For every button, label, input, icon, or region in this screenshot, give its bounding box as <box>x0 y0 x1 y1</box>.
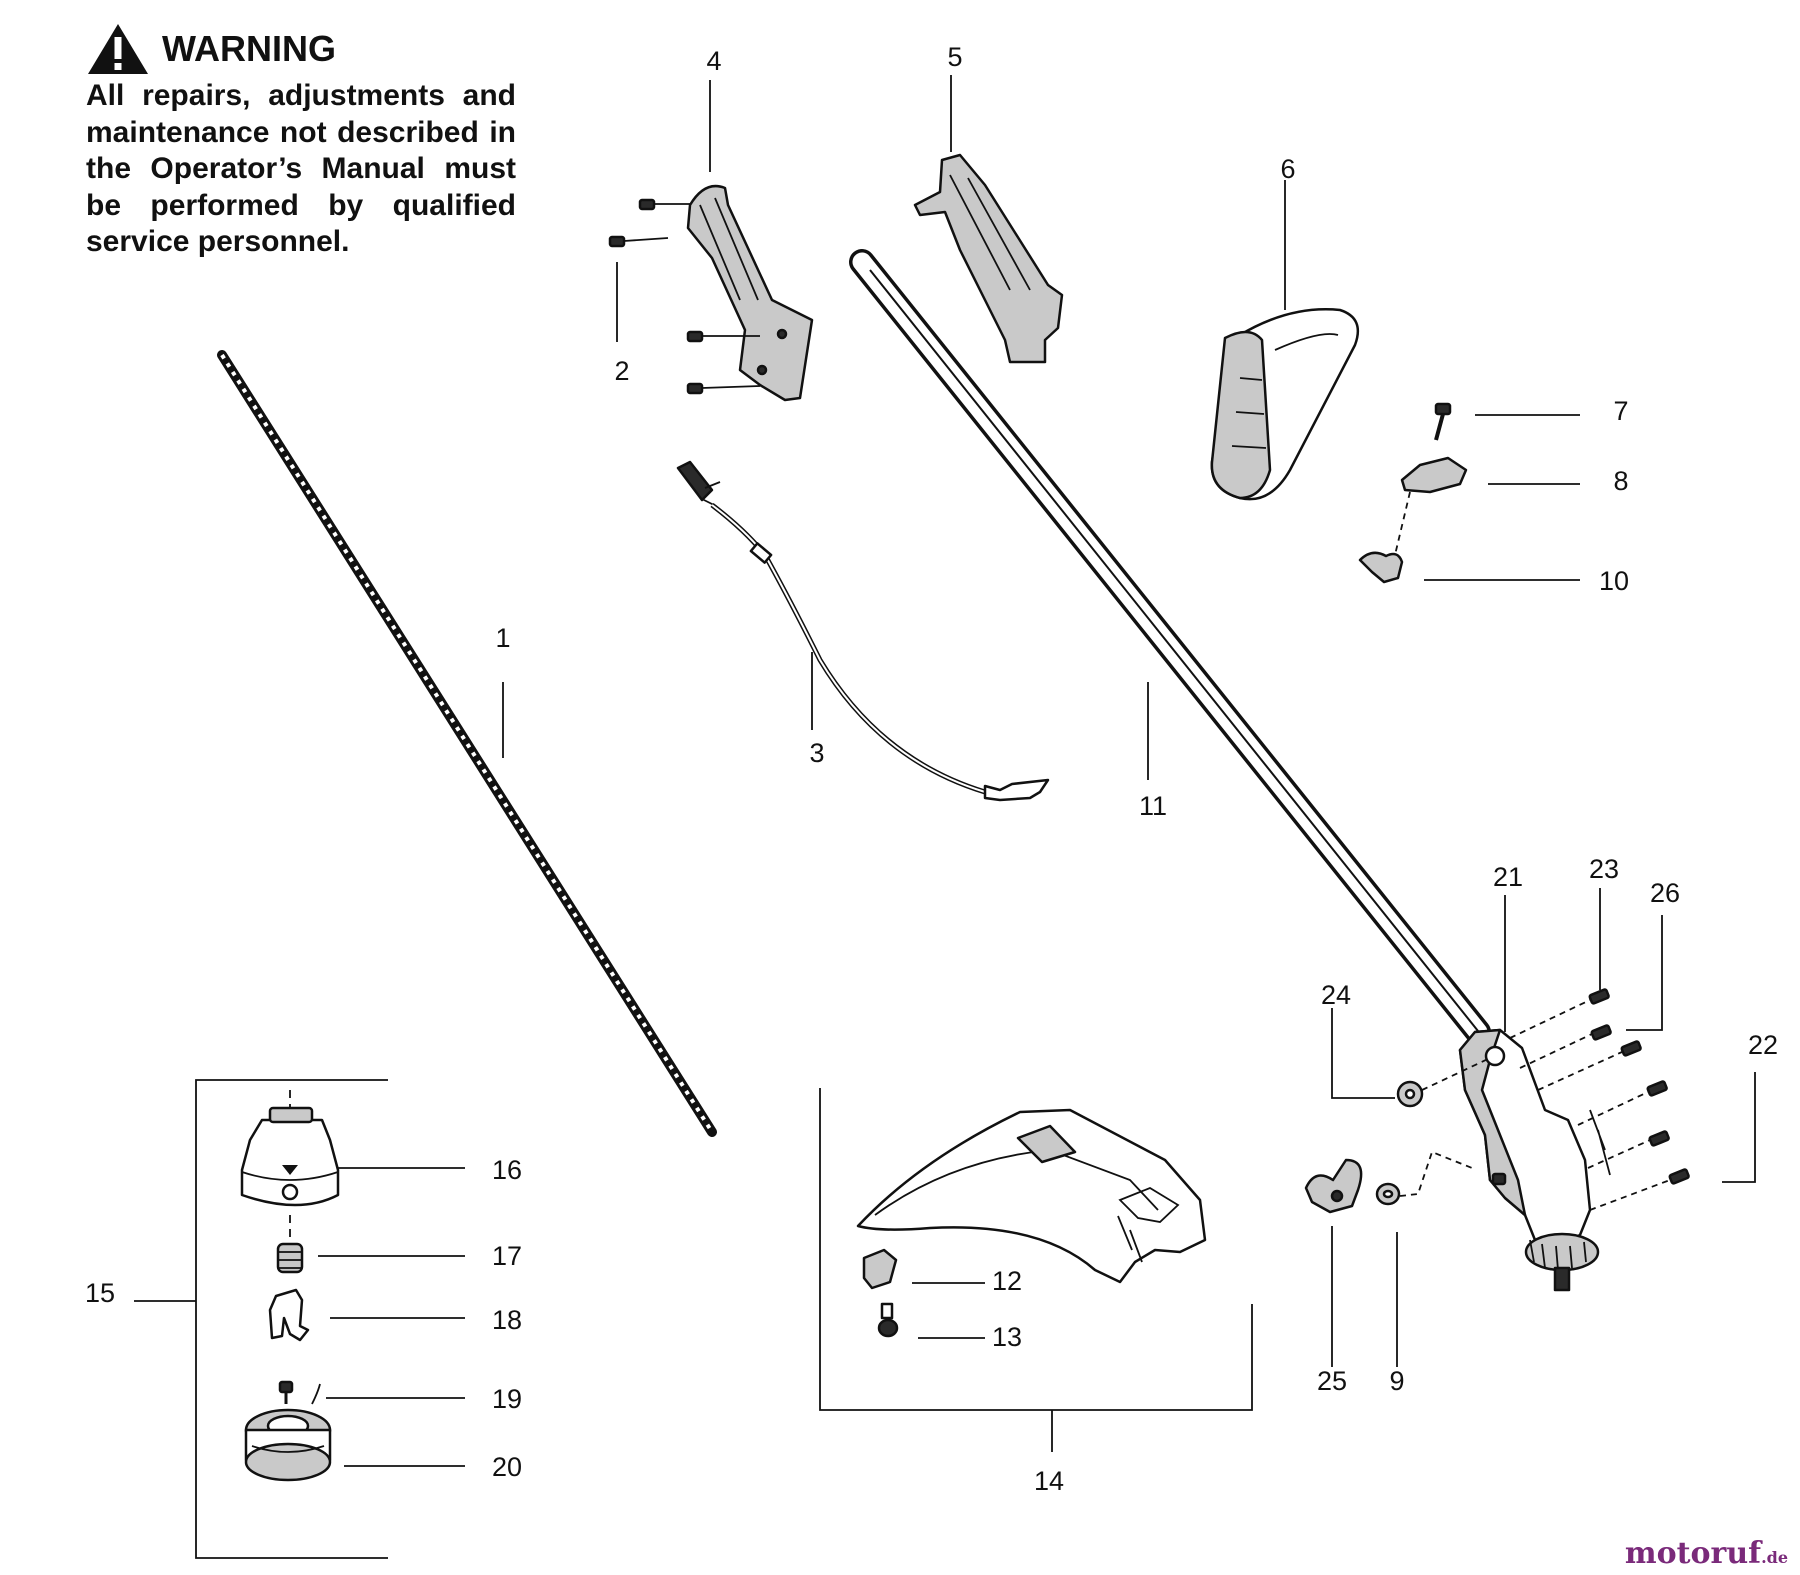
watermark-suffix: .de <box>1761 1548 1788 1567</box>
warning-header: WARNING <box>86 22 516 76</box>
warning-text: All repairs, adjustments and maintenance… <box>86 79 516 258</box>
part-label-6: 6 <box>1280 154 1295 184</box>
part-label-23: 23 <box>1589 854 1619 884</box>
part-label-24: 24 <box>1321 980 1351 1010</box>
part-label-16: 16 <box>492 1155 522 1185</box>
leader-lines <box>134 75 1756 1559</box>
part-label-9: 9 <box>1389 1366 1404 1396</box>
part-label-4: 4 <box>706 46 721 76</box>
part-24-nut <box>1396 1057 1491 1108</box>
part-label-15: 15 <box>85 1278 115 1308</box>
warning-block: WARNING All repairs, adjustments and mai… <box>86 22 516 261</box>
part-label-20: 20 <box>492 1452 522 1482</box>
part-13-screw <box>877 1302 899 1338</box>
part-label-22: 22 <box>1748 1030 1778 1060</box>
part-label-5: 5 <box>947 42 962 72</box>
part-label-17: 17 <box>492 1241 522 1271</box>
part-23-screws <box>1509 988 1642 1091</box>
part-label-11: 11 <box>1139 791 1167 821</box>
warning-heading: WARNING <box>162 28 336 69</box>
part-18-clip <box>268 1288 310 1342</box>
watermark-brand: motoruf <box>1624 1536 1762 1571</box>
part-label-10: 10 <box>1599 566 1629 596</box>
warning-triangle-icon <box>88 24 148 74</box>
part-11-shaft-tube <box>849 249 1491 1045</box>
part-1-drive-shaft <box>217 350 717 1137</box>
part-label-8: 8 <box>1613 466 1628 496</box>
part-10-wing-nut <box>1358 551 1404 584</box>
part-label-21: 21 <box>1493 862 1523 892</box>
part-label-2: 2 <box>614 356 629 386</box>
part-3-throttle-cable <box>676 460 1050 802</box>
part-19-screw <box>278 1380 294 1404</box>
part-label-18: 18 <box>492 1305 522 1335</box>
watermark-logo: motoruf.de <box>1625 1536 1788 1571</box>
part-9-washer <box>1375 1150 1473 1206</box>
part-5-handle-cover <box>913 153 1064 364</box>
part-label-7: 7 <box>1613 396 1628 426</box>
part-label-12: 12 <box>992 1266 1022 1296</box>
part-label-19: 19 <box>492 1384 522 1414</box>
part-label-14: 14 <box>1034 1466 1064 1496</box>
part-25-wing-nut <box>1304 1158 1363 1214</box>
part-4-handle-housing <box>608 184 814 402</box>
part-16-spool-housing <box>240 1106 340 1207</box>
part-8-clamp <box>1394 456 1468 556</box>
part-label-3: 3 <box>809 738 824 768</box>
part-14-guard <box>856 1108 1207 1284</box>
part-label-25: 25 <box>1317 1366 1347 1396</box>
part-17-spring <box>276 1242 304 1274</box>
part-6-assist-handle <box>1210 308 1360 501</box>
part-22-screws <box>1577 1080 1690 1211</box>
part-7-bolt <box>1434 402 1452 441</box>
part-labels: 1 2 3 4 5 6 7 8 9 10 11 12 13 14 15 16 1… <box>85 42 1778 1496</box>
part-20-spool <box>244 1383 332 1482</box>
part-label-13: 13 <box>992 1322 1022 1352</box>
part-12-clip <box>862 1248 898 1290</box>
part-21-gear-head <box>1458 1028 1611 1292</box>
part-label-1: 1 <box>495 623 510 653</box>
part-label-26: 26 <box>1650 878 1680 908</box>
